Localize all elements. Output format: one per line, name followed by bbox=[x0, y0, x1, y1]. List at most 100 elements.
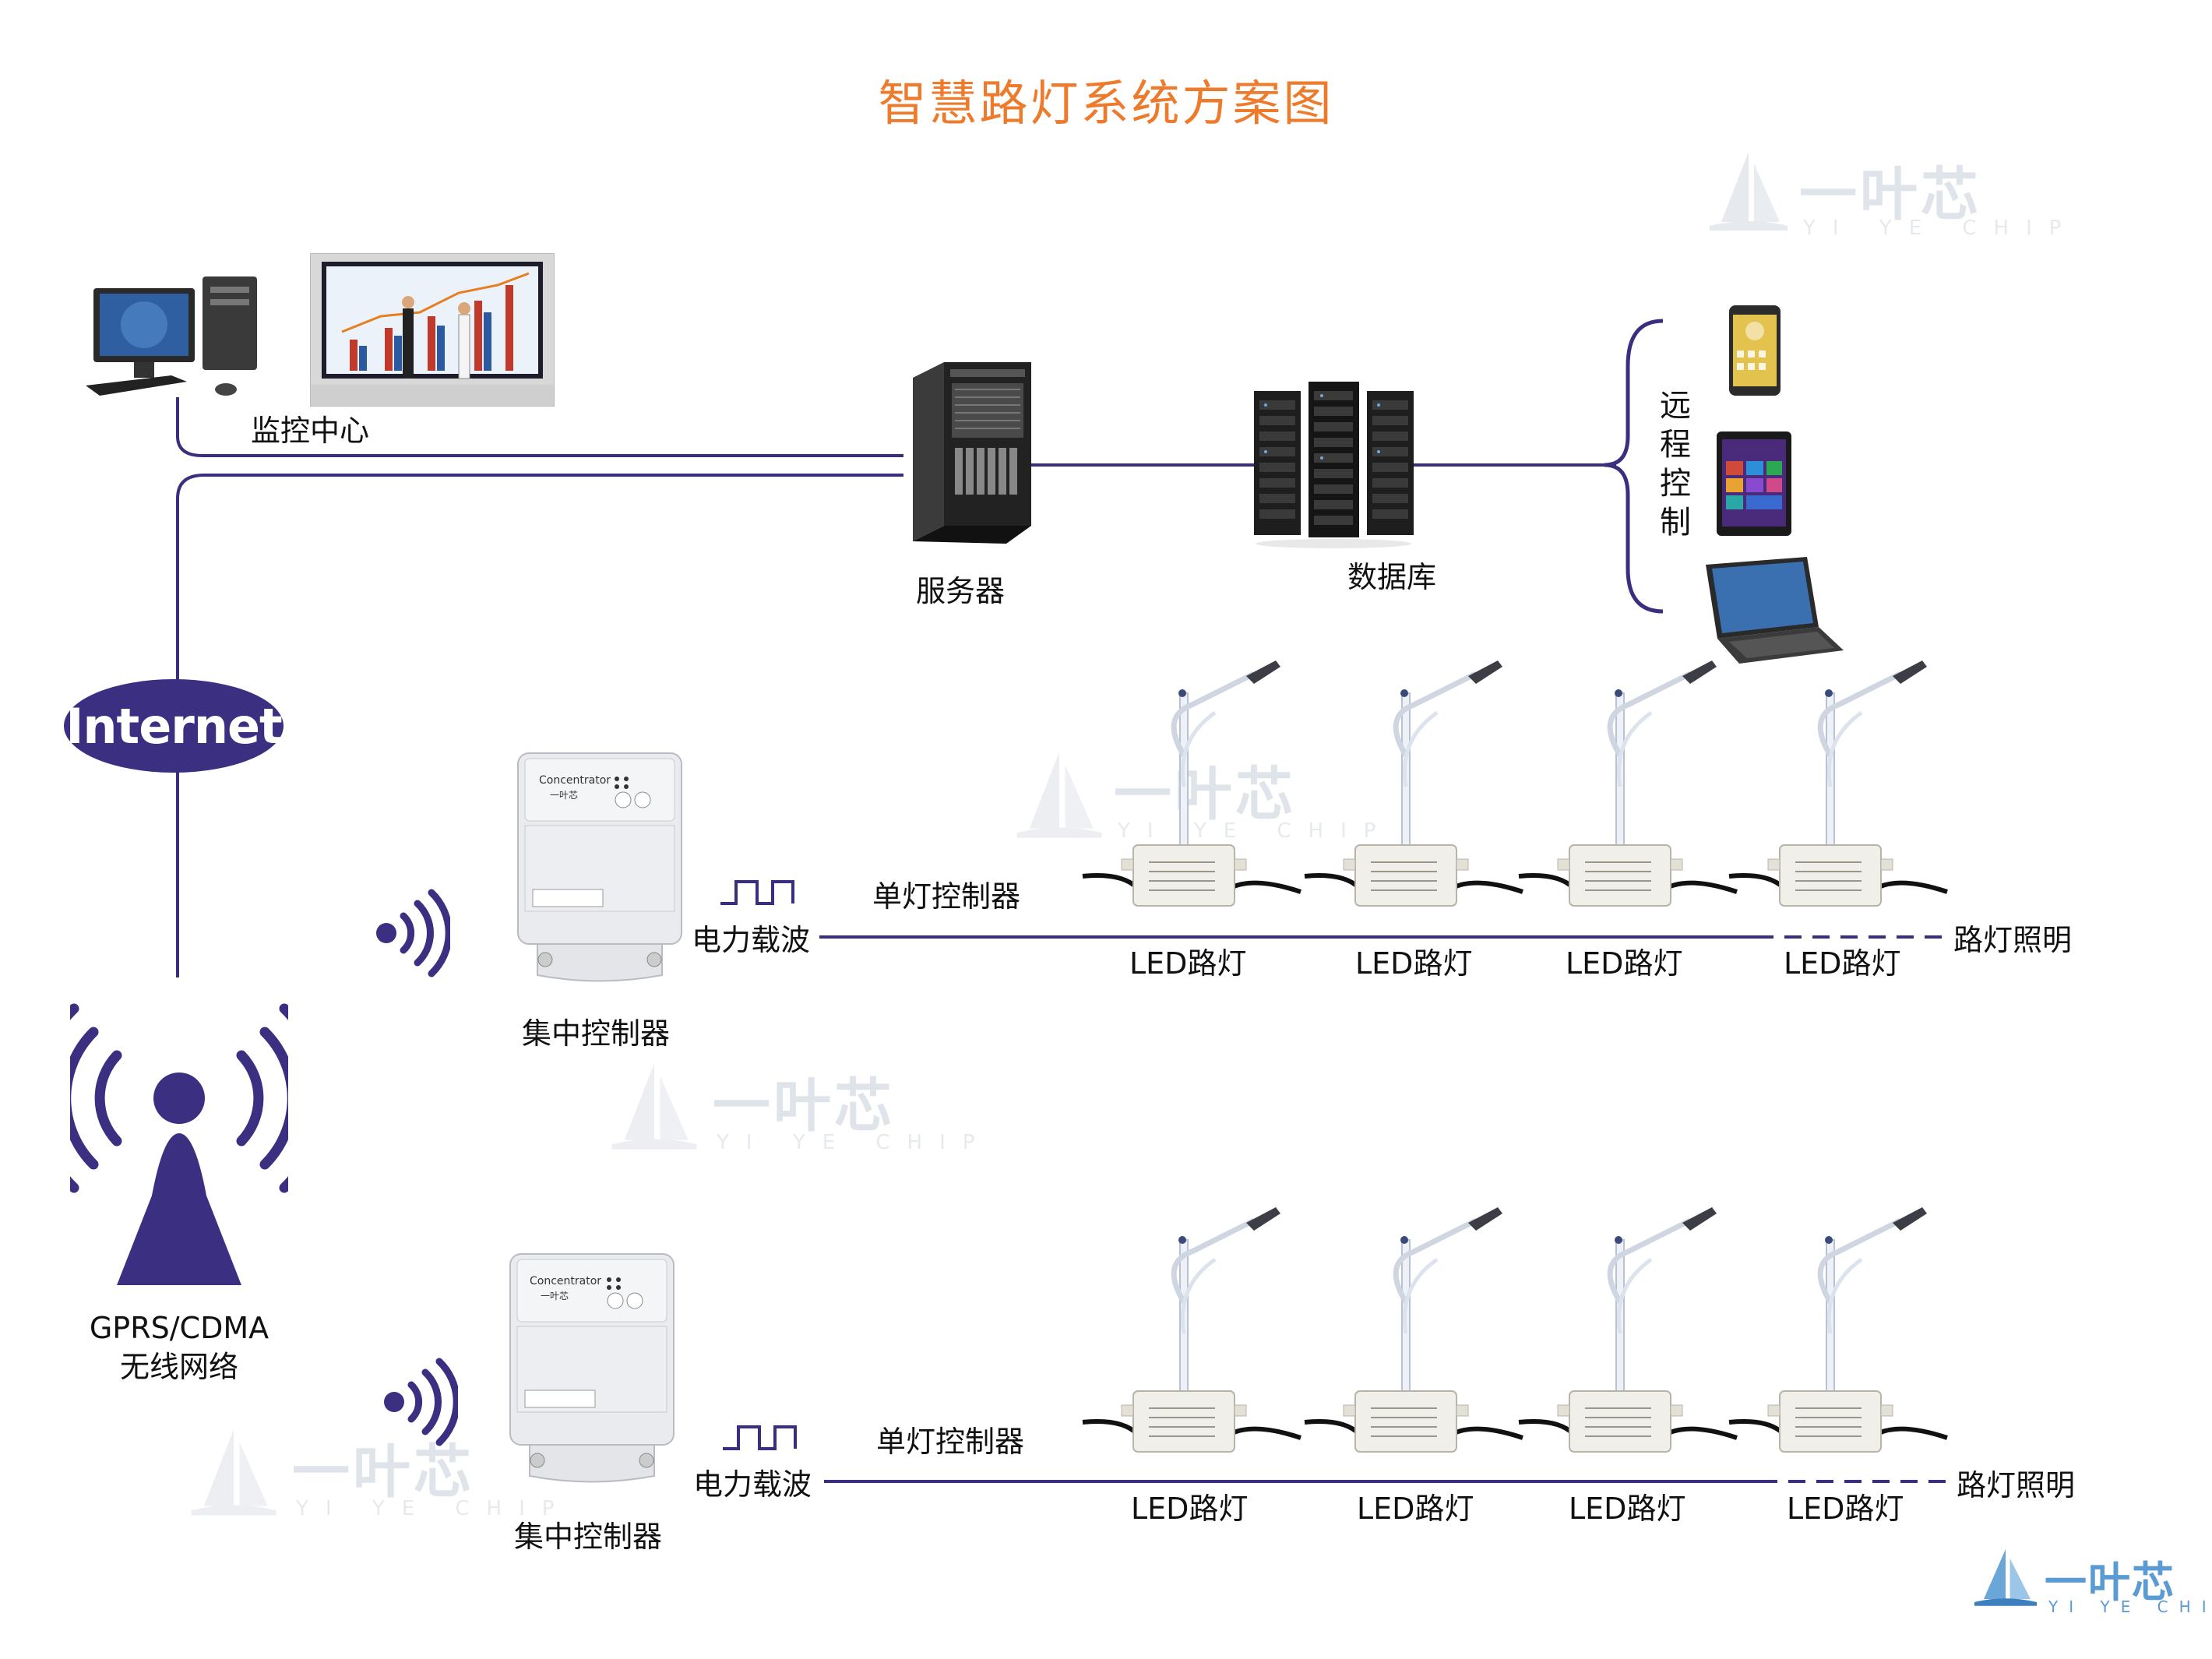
controller-mount bbox=[1880, 1404, 1893, 1417]
remote-control-char: 程 bbox=[1660, 427, 1691, 463]
signal-icon-1 bbox=[372, 886, 453, 983]
server-tower bbox=[905, 358, 1041, 548]
controller-cable bbox=[1451, 1426, 1523, 1440]
concentrator-logo-text: 一叶芯 bbox=[550, 790, 579, 801]
led-lamp-label: LED路灯 bbox=[1357, 1492, 1474, 1526]
watermark-top-right: 一叶芯 YI YE CHIP bbox=[1706, 148, 2061, 240]
remote-control-char: 控 bbox=[1660, 466, 1691, 502]
lamp-arm-inner bbox=[1616, 710, 1653, 787]
laptop-icon bbox=[1706, 557, 1844, 664]
concentrator-icon bbox=[517, 752, 682, 982]
controller-mount bbox=[1456, 858, 1469, 871]
controller-cable bbox=[1304, 1419, 1361, 1436]
concentrator-device-1: Concentrator 一叶芯 bbox=[514, 749, 685, 994]
server-icon bbox=[913, 362, 1031, 544]
monitor-center-label: 监控中心 bbox=[251, 414, 370, 448]
lamp-cap bbox=[1825, 689, 1833, 697]
lamp-arm bbox=[1607, 1217, 1692, 1304]
controller-cable bbox=[1229, 1426, 1301, 1440]
single-lamp-controller-box bbox=[1354, 1390, 1457, 1453]
line-internet-server bbox=[176, 474, 903, 685]
carrier-label: 电力载波 bbox=[692, 923, 811, 957]
watermark-sub: YI YE CHIP bbox=[1803, 217, 2079, 240]
controller-cable bbox=[1451, 880, 1523, 894]
lamp-cap bbox=[1400, 689, 1408, 697]
internet-label: Internet bbox=[65, 697, 282, 755]
single-lamp-controller-label: 单灯控制器 bbox=[876, 1425, 1025, 1459]
street-lighting-label: 路灯照明 bbox=[1957, 1468, 2076, 1502]
lamp-arm-inner bbox=[1402, 1257, 1439, 1334]
street-lamp bbox=[1082, 1207, 1301, 1453]
line-monitor-server bbox=[176, 397, 903, 457]
concentrator-icon bbox=[509, 1253, 675, 1483]
led-lamp-label: LED路灯 bbox=[1784, 946, 1901, 981]
lamp-arm bbox=[1393, 1217, 1478, 1304]
lamp-head bbox=[1246, 1207, 1280, 1231]
controller-cable bbox=[1518, 1419, 1576, 1436]
brand-sail-icon bbox=[1974, 1549, 2037, 1606]
lamp-arm bbox=[1817, 1217, 1902, 1304]
concentrator-model-text: Concentrator bbox=[530, 1275, 602, 1287]
lamp-cap bbox=[1178, 689, 1186, 697]
controller-cable bbox=[1728, 1419, 1786, 1436]
remote-control-char: 远 bbox=[1660, 388, 1691, 424]
concentrator-label: 集中控制器 bbox=[514, 1520, 663, 1554]
street-lamp bbox=[1518, 1207, 1738, 1453]
controller-mount bbox=[1234, 1404, 1247, 1417]
lamp-head bbox=[1682, 660, 1717, 684]
watermark-brand: 一叶芯 bbox=[713, 1073, 895, 1139]
lamp-head bbox=[1682, 1207, 1717, 1231]
internet-node: Internet bbox=[64, 679, 284, 773]
tablet bbox=[1715, 430, 1793, 541]
controller-cable bbox=[1665, 880, 1738, 894]
lamp-cap bbox=[1400, 1236, 1408, 1244]
lamp-arm-inner bbox=[1180, 710, 1217, 787]
diagram-title: 智慧路灯系统方案图 bbox=[878, 75, 1334, 132]
concentrator-label: 集中控制器 bbox=[522, 1016, 671, 1051]
lamp-arm-inner bbox=[1616, 1257, 1653, 1334]
controller-mount bbox=[1880, 858, 1893, 871]
brand-sail-icon bbox=[1710, 152, 1788, 231]
lamp-arm bbox=[1171, 1217, 1256, 1304]
single-lamp-controller-box bbox=[1569, 1390, 1671, 1453]
brand-sail-icon bbox=[1016, 752, 1102, 838]
wireless-label-line1: GPRS/CDMA bbox=[89, 1311, 269, 1345]
lamp-arm bbox=[1393, 671, 1478, 757]
database-icon bbox=[1254, 382, 1414, 548]
lamp-arm-inner bbox=[1180, 1257, 1217, 1334]
watermark-sub: YI YE CHIP bbox=[296, 1497, 572, 1520]
street-lamp bbox=[1304, 660, 1523, 907]
watermark-brand: 一叶芯 bbox=[292, 1439, 474, 1506]
street-lamp bbox=[1728, 1207, 1948, 1453]
watermark-lower-left: 一叶芯 YI YE CHIP bbox=[187, 1425, 554, 1522]
brand-logo-text: 一叶芯 bbox=[2045, 1558, 2175, 1607]
desktop-computer bbox=[78, 265, 280, 408]
controller-mount bbox=[1121, 858, 1134, 871]
wireless-signal-icon bbox=[384, 1358, 460, 1446]
controller-cable bbox=[1518, 873, 1576, 890]
controller-mount bbox=[1670, 1404, 1683, 1417]
controller-mount bbox=[1121, 1404, 1134, 1417]
tablet-icon bbox=[1717, 431, 1791, 536]
wireless-label: GPRS/CDMA 无线网络 bbox=[62, 1309, 296, 1386]
lamp-head bbox=[1468, 660, 1502, 684]
lamp-arm-inner bbox=[1826, 710, 1863, 787]
watermark-brand: 一叶芯 bbox=[1799, 161, 1981, 228]
controller-cable bbox=[1728, 873, 1786, 890]
carrier-label: 电力载波 bbox=[693, 1467, 812, 1502]
controller-mount bbox=[1557, 858, 1570, 871]
controller-cable bbox=[1082, 873, 1139, 890]
led-lamp-label: LED路灯 bbox=[1566, 946, 1683, 981]
smartphone-icon bbox=[1729, 305, 1781, 396]
controller-mount bbox=[1343, 1404, 1356, 1417]
controller-mount bbox=[1557, 1404, 1570, 1417]
street-lamp bbox=[1304, 1207, 1523, 1453]
brand-logo: 一叶芯 YI YE CHIP bbox=[1971, 1546, 2212, 1616]
led-lamp-label: LED路灯 bbox=[1569, 1492, 1686, 1526]
single-lamp-controller-box bbox=[1779, 1390, 1882, 1453]
street-lamp bbox=[1518, 660, 1738, 907]
brand-sail-icon bbox=[611, 1063, 697, 1150]
controller-cable bbox=[1229, 880, 1301, 894]
controller-mount bbox=[1670, 858, 1683, 871]
